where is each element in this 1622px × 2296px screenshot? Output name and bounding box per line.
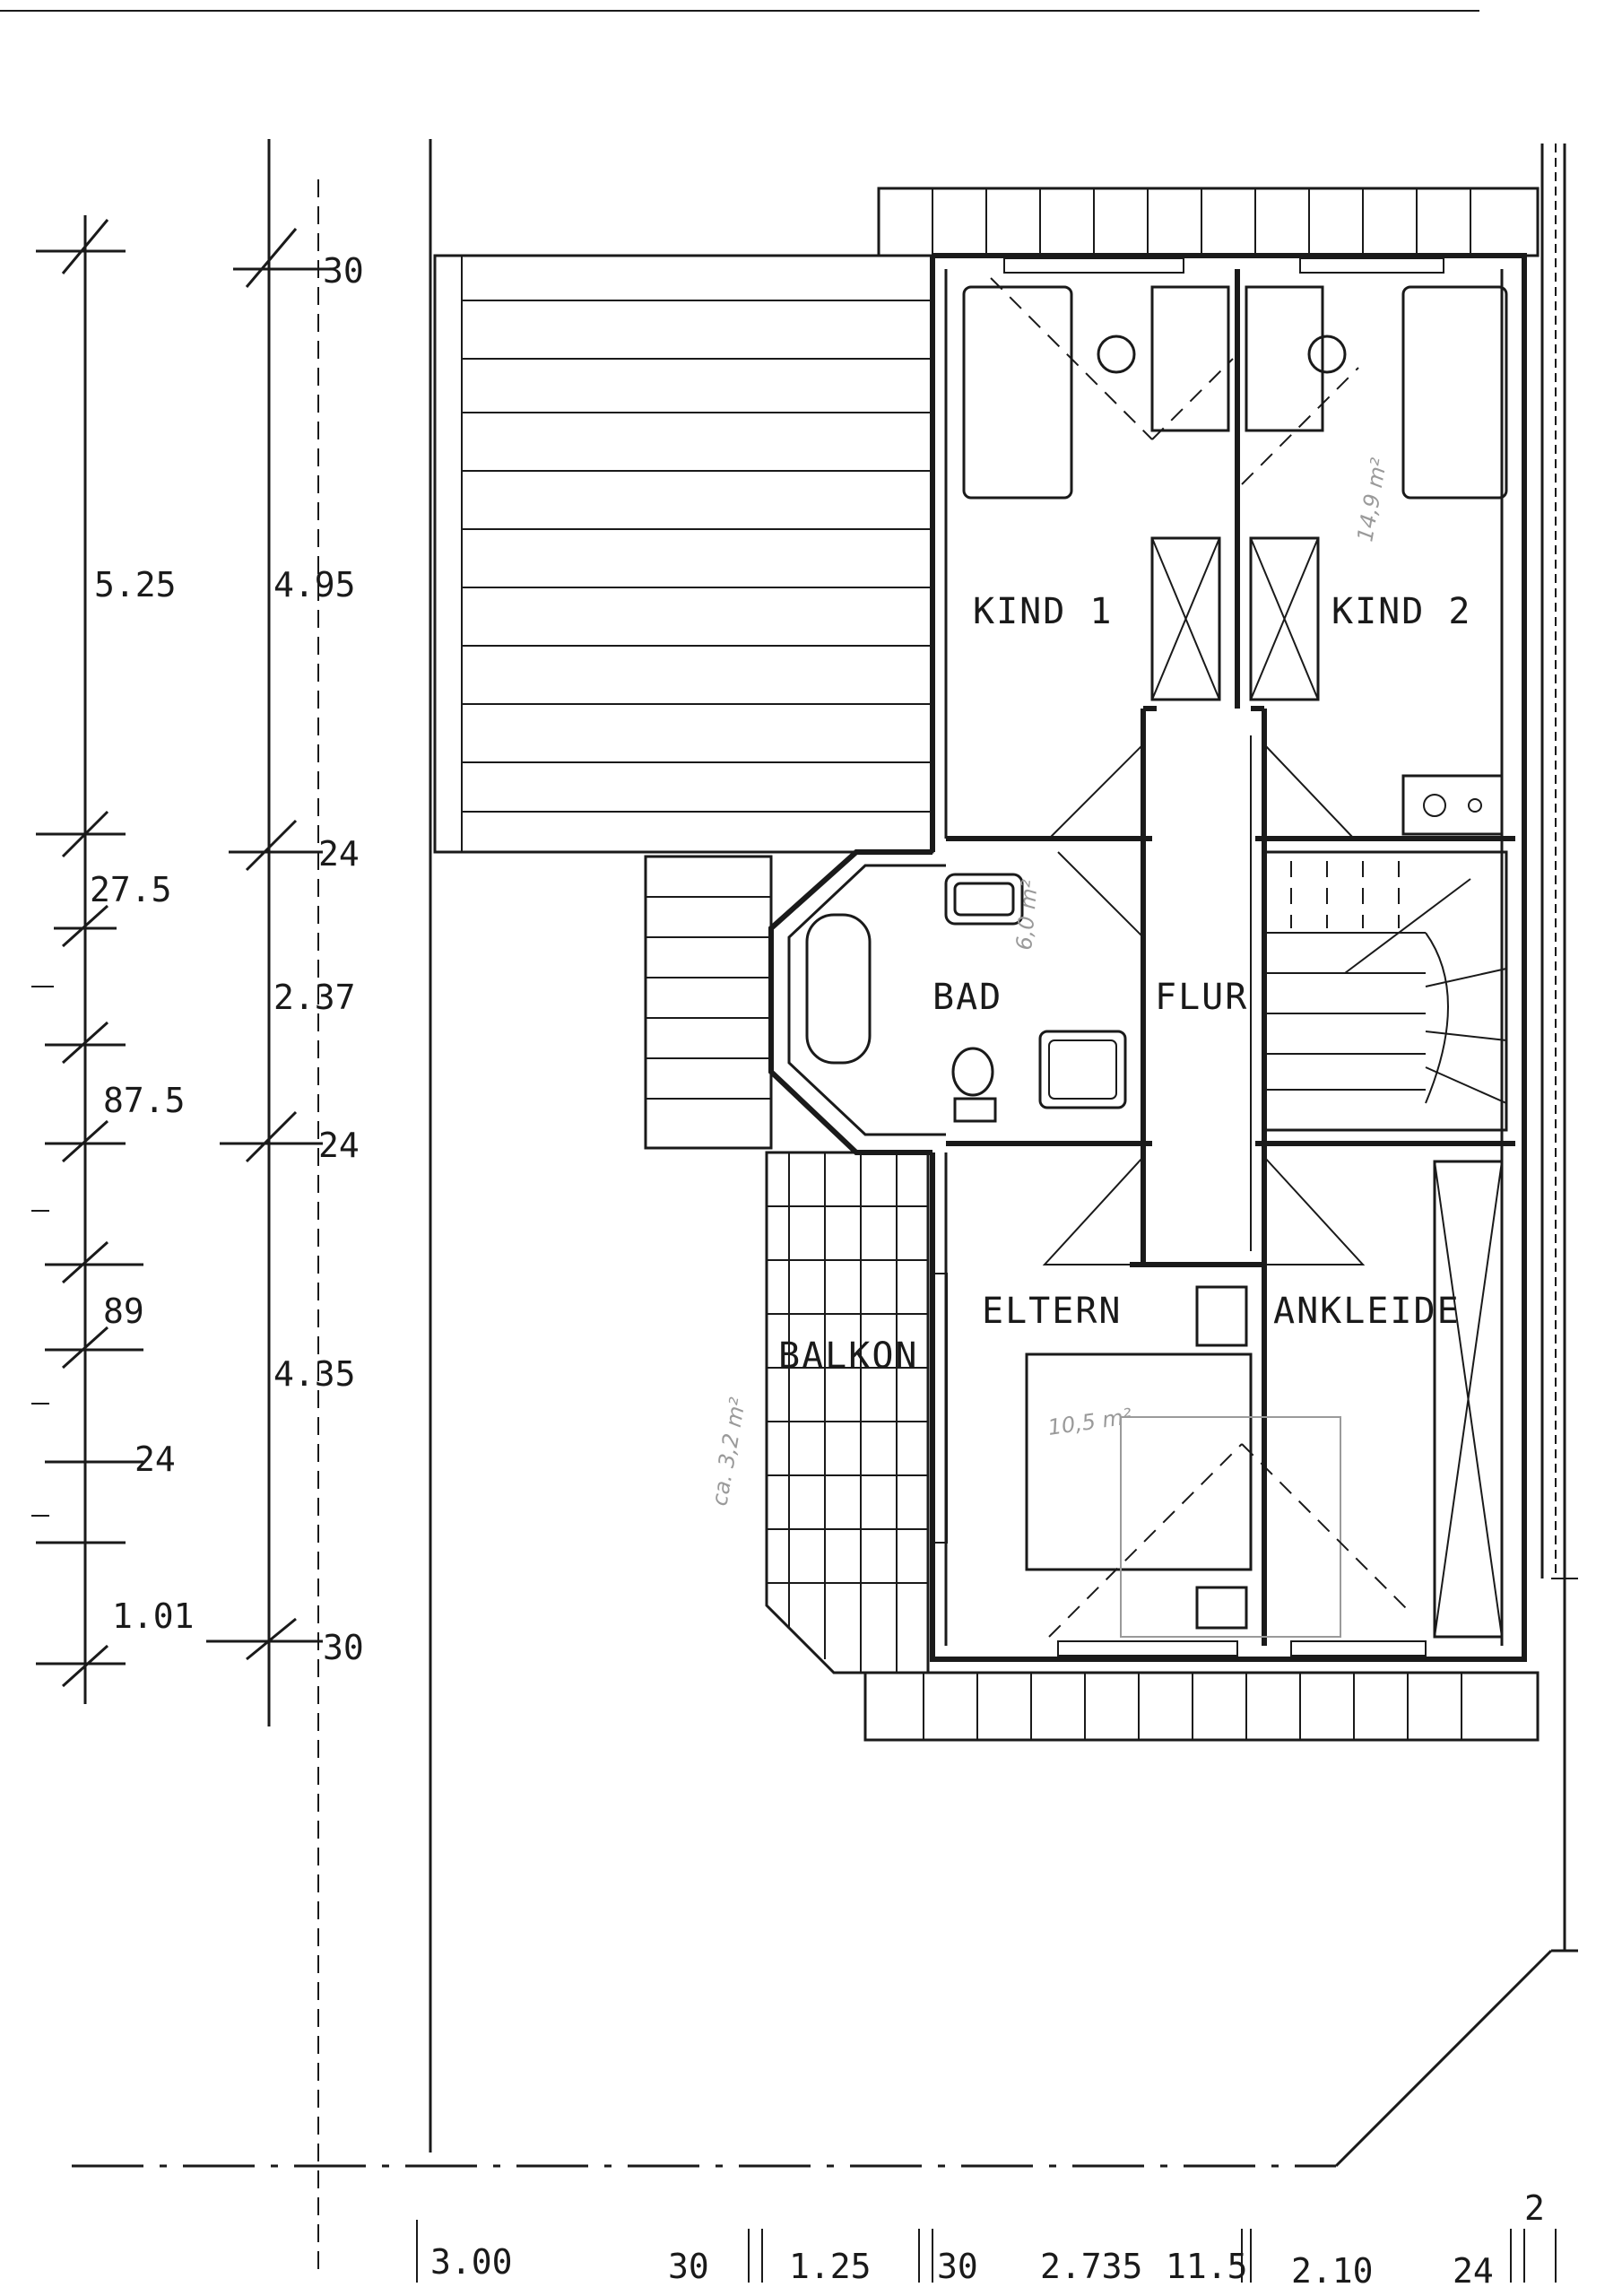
dim-mid-bottom-30: 30: [323, 1628, 364, 1667]
left-dimension-chain: [31, 139, 332, 2278]
kind1-furniture: [962, 277, 1234, 701]
room-label-kind1: KIND 1: [973, 591, 1114, 632]
windows: [932, 257, 1444, 1657]
interior-walls: [944, 269, 1515, 1646]
kind2-furniture: [1241, 285, 1508, 836]
dim-bottom-125: 1.25: [789, 2247, 872, 2286]
room-label-eltern: ELTERN: [982, 1291, 1123, 1332]
dim-bottom-30b: 30: [937, 2247, 978, 2286]
dim-mid-24b: 24: [318, 1126, 360, 1165]
dim-bottom-300: 3.00: [430, 2242, 513, 2282]
room-label-kind2: KIND 2: [1331, 591, 1472, 632]
dim-mid-237: 2.37: [273, 978, 356, 1017]
dim-left-89: 89: [103, 1292, 144, 1331]
dim-bottom-210: 2.10: [1291, 2251, 1374, 2291]
dim-bottom-115: 11.5: [1166, 2247, 1248, 2286]
staircase: [1262, 850, 1508, 1132]
outer-walls: [768, 253, 1527, 1662]
roof-tiles-bottom: [863, 1671, 1540, 1742]
property-lines: [72, 139, 1578, 2168]
dim-mid-24a: 24: [318, 834, 360, 874]
annotation-bad-area: 6,0 m²: [1011, 878, 1043, 951]
room-label-bad: BAD: [932, 977, 1002, 1018]
roof-terrace-left: [433, 254, 934, 1150]
dim-left-525: 5.25: [94, 565, 177, 604]
page-number: 2: [1524, 2188, 1545, 2228]
dim-left-101: 1.01: [112, 1596, 195, 1636]
dim-bottom-30a: 30: [668, 2247, 709, 2286]
annotation-balkon-area: ca. 3,2 m²: [707, 1396, 750, 1508]
flur-edges: [1142, 735, 1252, 1251]
door-swings: [1042, 744, 1366, 1265]
dim-left-275: 27.5: [90, 870, 172, 909]
roof-tiles-top: [877, 187, 1540, 257]
dim-bottom-2735: 2.735: [1040, 2247, 1142, 2286]
dim-left-875: 87.5: [103, 1081, 186, 1120]
annotation-kind2-area: 14,9 m²: [1352, 456, 1392, 544]
room-label-flur: FLUR: [1155, 977, 1248, 1018]
dim-mid-top-30: 30: [323, 251, 364, 291]
dim-bottom-24: 24: [1453, 2251, 1494, 2291]
room-label-balkon: BALKON: [778, 1335, 919, 1377]
dim-mid-435: 4.35: [273, 1354, 356, 1394]
dim-mid-495: 4.95: [273, 565, 356, 604]
room-label-ankleide: ANKLEIDE: [1273, 1291, 1461, 1332]
balkon-floor: [765, 1151, 930, 1674]
bad-furniture: [805, 873, 1127, 1123]
eltern-furniture: [1025, 1160, 1504, 1639]
dim-left-24: 24: [134, 1439, 176, 1479]
bottom-dimension-chain: [416, 2220, 1557, 2283]
